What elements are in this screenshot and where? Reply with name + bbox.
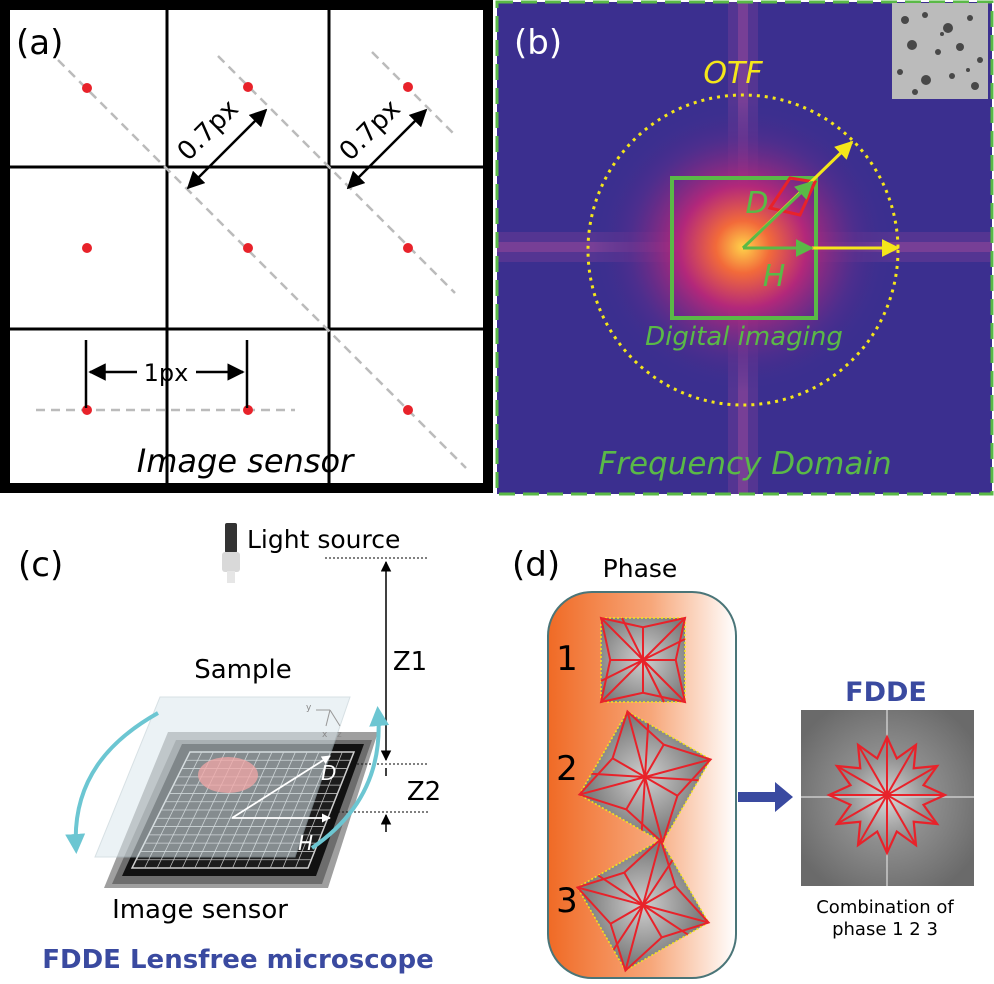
pixel-size-label: 1px xyxy=(144,359,189,387)
panel-a: (a) 0.7px 0.7px 1px Image sensor xyxy=(0,0,493,493)
lensfree-title: FDDE Lensfree microscope xyxy=(42,945,433,975)
light-source-label: Light source xyxy=(247,525,400,554)
digital-imaging-label: Digital imaging xyxy=(645,322,843,352)
panel-d-label: (d) xyxy=(512,545,560,585)
phase-3-pattern xyxy=(575,837,711,973)
h-label-b: H xyxy=(763,259,786,294)
axes-icon xyxy=(316,709,341,727)
axis-x: x xyxy=(322,730,328,740)
rotation-arrow-left xyxy=(65,711,159,854)
lamp-icon xyxy=(222,523,240,583)
panel-b-label: (b) xyxy=(514,23,562,63)
otf-label: OTF xyxy=(703,56,763,91)
panel-c-label: (c) xyxy=(18,545,63,585)
rotation-arrow-right xyxy=(310,706,390,850)
axis-z: z xyxy=(337,730,342,740)
sample-label: Sample xyxy=(194,655,292,685)
phase-1-pattern xyxy=(599,616,687,704)
panel-a-label: (a) xyxy=(16,23,63,63)
d-vector xyxy=(231,755,331,819)
panel-c: (c) Light source Z1 Z2 Sample xyxy=(18,523,441,975)
spectrum-frame xyxy=(495,0,994,496)
panel-b: (b) OTF D H Digital imaging Frequency Do… xyxy=(495,0,994,496)
z2-label: Z2 xyxy=(407,777,441,807)
axis-y: y xyxy=(306,703,312,713)
phase-number-1: 1 xyxy=(556,639,578,679)
d-arrow xyxy=(741,180,814,250)
d-label-c: D xyxy=(321,761,336,785)
sample-blob xyxy=(198,757,258,793)
d-label-b: D xyxy=(745,186,768,221)
phase-number-2: 2 xyxy=(556,749,578,789)
image-sensor-label-c: Image sensor xyxy=(112,895,288,925)
phase-number-3: 3 xyxy=(556,881,578,921)
d-region xyxy=(767,176,818,217)
phase-title: Phase xyxy=(603,554,678,583)
combine-arrow xyxy=(738,782,793,812)
distance-arrows xyxy=(84,108,428,408)
z1-label: Z1 xyxy=(393,647,427,677)
combination-caption-2: phase 1 2 3 xyxy=(832,919,938,940)
fdde-star-pattern xyxy=(826,734,948,856)
image-sensor-label-a: Image sensor xyxy=(137,442,355,480)
sample-points xyxy=(82,82,413,415)
h-label-c: H xyxy=(298,831,313,855)
fdde-title: FDDE xyxy=(845,677,927,708)
combination-caption-1: Combination of xyxy=(816,897,954,918)
panel-d: (d) Phase 1 2 3 FDDE Combination of phas… xyxy=(512,545,974,979)
frequency-domain-label: Frequency Domain xyxy=(598,446,891,482)
